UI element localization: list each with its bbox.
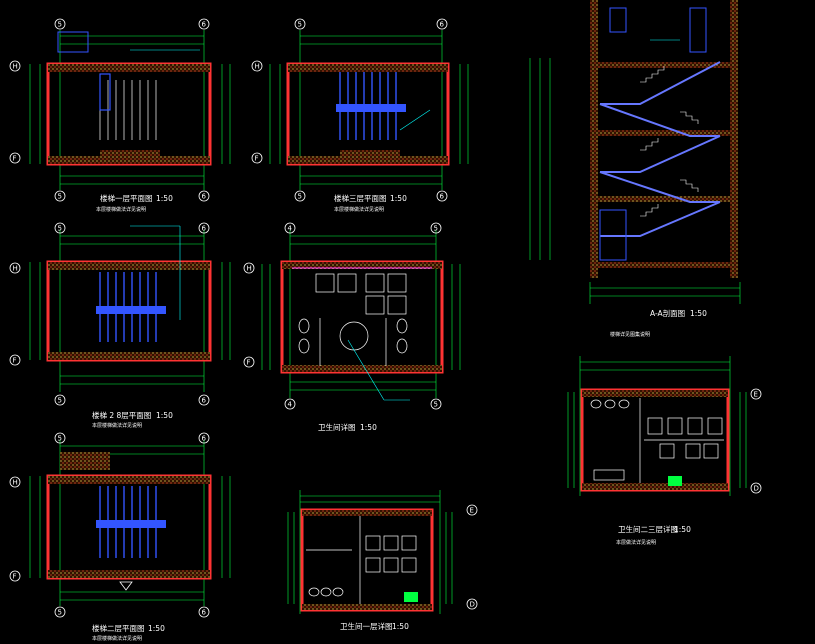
drawing-note: 本层楼梯做法详见说明 <box>334 206 384 213</box>
axis-label: H <box>13 265 18 273</box>
axis-label: 5 <box>58 225 62 233</box>
axis-label: E <box>470 507 474 515</box>
drawing-scale: 1:50 <box>156 411 173 420</box>
drawing-title: 卫生间详图 <box>318 422 356 432</box>
axis-label: 5 <box>58 435 62 443</box>
plan-stair-floor-3: 5 6 5 6 H F 楼梯三层平面图 1:50 本层楼梯做法详见说明 <box>251 18 469 213</box>
axis-label: 6 <box>202 609 207 617</box>
plan-stair-floor-1: 5 6 5 6 H F 楼梯一层平面图 1:50 本层楼梯做法详见说明 <box>9 18 231 213</box>
axis-label: 6 <box>202 435 207 443</box>
drawing-title: 楼梯二层平面图 <box>92 623 145 633</box>
axis-label: D <box>470 601 475 609</box>
axis-label: 5 <box>58 397 62 405</box>
drawing-note: 楼梯详见图集说明 <box>610 331 650 338</box>
axis-label: 6 <box>202 21 207 29</box>
plan-toilet-detail: 4 5 4 5 H F 卫生间详图 1:50 <box>243 222 461 432</box>
axis-label: D <box>754 485 759 493</box>
drawing-scale: 1:50 <box>390 194 407 203</box>
axis-label: E <box>754 391 758 399</box>
axis-label: 5 <box>58 193 62 201</box>
drawing-note: 本层做法详见说明 <box>616 539 656 546</box>
drawing-scale: 1:50 <box>392 622 409 631</box>
axis-label: 6 <box>202 193 207 201</box>
drawing-title: A-A剖面图 <box>650 308 685 318</box>
axis-label: 6 <box>440 21 445 29</box>
axis-label: H <box>255 63 260 71</box>
drawing-title: 卫生间一层详图 <box>340 621 393 631</box>
plan-toilet-floor-1: E D 卫生间一层详图 1:50 <box>287 490 478 631</box>
plan-stair-floor-2: 5 6 5 6 H F 楼梯二层平面图 1:50 本层楼梯做法详见说明 <box>9 432 231 642</box>
drawing-title: 卫生间二三层详图 <box>618 524 678 534</box>
axis-label: F <box>255 155 259 163</box>
section-a-a: A-A剖面图 1:50 楼梯详见图集说明 <box>529 0 741 338</box>
axis-label: 6 <box>440 193 445 201</box>
axis-label: F <box>247 359 251 367</box>
axis-bubbles: 5 6 5 6 H F <box>9 18 210 202</box>
drawing-note: 本层楼梯做法详见说明 <box>96 206 146 213</box>
drawing-scale: 1:50 <box>674 525 691 534</box>
axis-label: H <box>247 265 252 273</box>
drawing-title: 楼梯三层平面图 <box>334 193 387 203</box>
drawing-title: 楼梯一层平面图 <box>100 193 153 203</box>
drawing-note: 本层楼梯做法详见说明 <box>92 635 142 642</box>
axis-label: 4 <box>288 225 293 233</box>
drawing-scale: 1:50 <box>690 309 707 318</box>
axis-label: 5 <box>434 225 438 233</box>
drawing-note: 本层楼梯做法详见说明 <box>92 422 142 429</box>
axis-label: H <box>13 479 18 487</box>
drawing-title: 楼梯 2 8层平面图 <box>92 410 151 420</box>
axis-label: F <box>13 155 17 163</box>
drawing-scale: 1:50 <box>148 624 165 633</box>
axis-label: 6 <box>202 397 207 405</box>
axis-label: 4 <box>288 401 293 409</box>
axis-label: 6 <box>202 225 207 233</box>
axis-label: 5 <box>58 609 62 617</box>
axis-label: 5 <box>434 401 438 409</box>
axis-label: 5 <box>298 193 302 201</box>
axis-label: F <box>13 573 17 581</box>
drawing-scale: 1:50 <box>156 194 173 203</box>
axis-label: F <box>13 357 17 365</box>
plan-stair-floor-2-8: 5 6 5 6 H F 楼梯 2 8层平面图 1:50 本层楼梯做法详见说明 <box>9 222 231 429</box>
plan-toilet-floor-2-3: E D 卫生间二三层详图 1:50 本层做法详见说明 <box>567 356 762 546</box>
axis-label: 5 <box>298 21 302 29</box>
axis-label: 5 <box>58 21 62 29</box>
axis-label: H <box>13 63 18 71</box>
drawing-scale: 1:50 <box>360 423 377 432</box>
